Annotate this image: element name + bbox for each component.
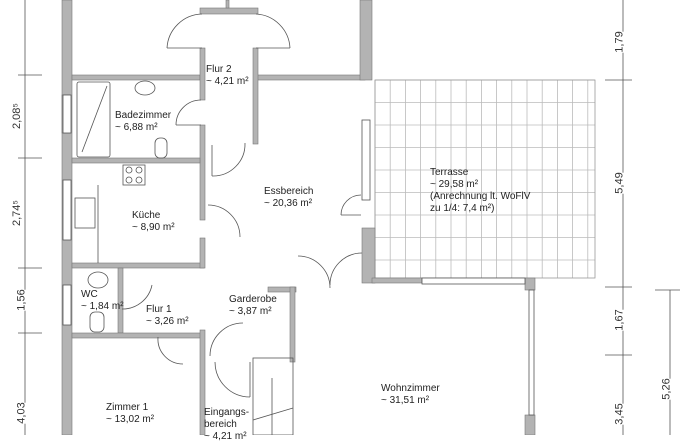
room-area: ~ 4,21 m² <box>206 76 249 87</box>
dimension-label: 5,49 <box>613 172 626 194</box>
room-label-wc: WC~ 1,84 m² <box>81 289 124 313</box>
room-label-wohn: Wohnzimmer~ 31,51 m² <box>381 383 440 407</box>
room-name: Küche <box>132 210 161 221</box>
dimension-label: 1,56 <box>15 289 28 311</box>
windows <box>62 94 535 416</box>
room-name: Zimmer 1 <box>106 402 149 413</box>
room-name: bereich <box>204 419 237 430</box>
dimension-label: 1,67 <box>613 309 626 331</box>
room-label-bad: Badezimmer~ 6,88 m² <box>115 110 171 134</box>
dimension-lines <box>18 0 680 435</box>
door-swings <box>121 13 363 398</box>
room-name: Garderobe <box>229 294 277 305</box>
room-area: ~ 6,88 m² <box>115 122 158 133</box>
dimension-label: 3,45 <box>613 403 626 425</box>
room-name: WC <box>81 289 98 300</box>
dimension-label: 2,74⁵ <box>10 200 23 226</box>
room-note: (Anrechnung lt. WoFlV <box>430 191 531 202</box>
room-label-garderobe: Garderobe~ 3,87 m² <box>229 294 277 318</box>
room-area: ~ 3,26 m² <box>146 316 189 327</box>
dimension-label: 1,79 <box>613 31 626 53</box>
dimension-label: 5,26 <box>660 378 673 400</box>
room-note: zu 1/4: 7,4 m²) <box>430 203 495 214</box>
room-label-zimmer1: Zimmer 1~ 13,02 m² <box>106 402 154 426</box>
room-area: ~ 20,36 m² <box>264 198 313 209</box>
terrace-tiles <box>374 79 595 278</box>
room-label-flur2: Flur 2~ 4,21 m² <box>206 64 249 88</box>
room-area: ~ 8,90 m² <box>132 222 175 233</box>
room-area: ~ 3,87 m² <box>229 306 272 317</box>
room-area: ~ 13,02 m² <box>106 414 155 425</box>
room-label-flur1: Flur 1~ 3,26 m² <box>146 304 189 328</box>
dimension-label: 4,03 <box>15 402 28 424</box>
room-label-eingang: Eingangs-bereich~ 4,21 m² <box>204 407 249 443</box>
room-name: Wohnzimmer <box>381 383 440 394</box>
room-area: ~ 1,84 m² <box>81 301 124 312</box>
room-area: ~ 29,58 m² <box>430 179 479 190</box>
room-name: Terrasse <box>430 167 469 178</box>
room-name: Essbereich <box>264 186 314 197</box>
room-name: Flur 2 <box>206 64 232 75</box>
room-name: Badezimmer <box>115 110 172 121</box>
room-area: ~ 31,51 m² <box>381 395 430 406</box>
room-name: Flur 1 <box>146 304 172 315</box>
room-label-ess: Essbereich~ 20,36 m² <box>264 186 313 210</box>
room-area: ~ 4,21 m² <box>204 431 247 442</box>
fixtures <box>74 80 294 435</box>
room-name: Eingangs- <box>204 407 250 418</box>
dimension-label: 2,08⁵ <box>10 103 23 129</box>
room-label-kueche: Küche~ 8,90 m² <box>132 210 175 234</box>
